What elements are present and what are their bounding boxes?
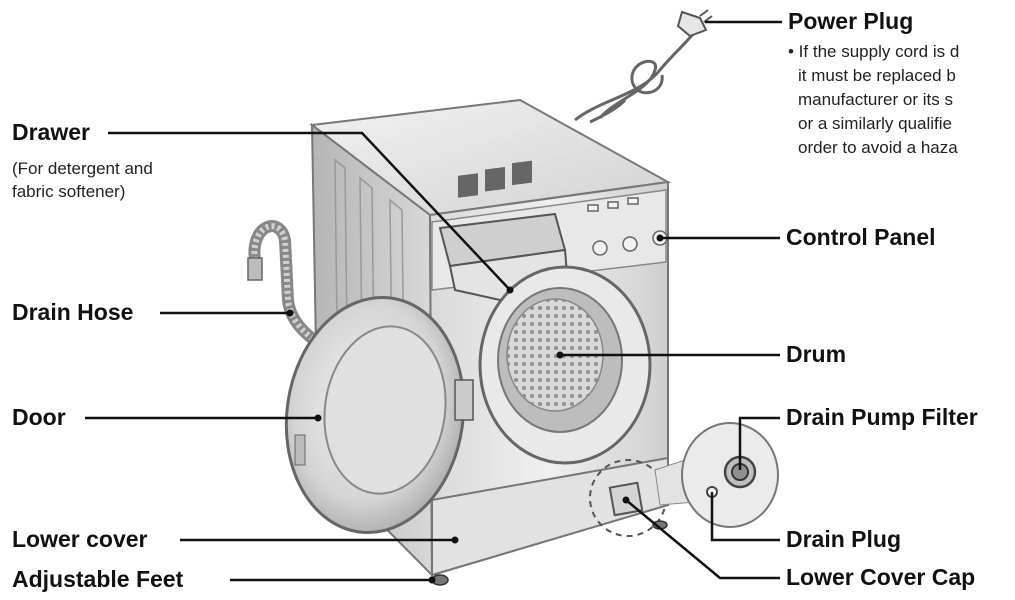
- power-plug-note-line: order to avoid a haza: [798, 138, 958, 157]
- label-power-plug: Power Plug: [788, 8, 914, 34]
- label-control-panel: Control Panel: [786, 224, 936, 250]
- power-plug-note-line: • If the supply cord is d: [788, 42, 960, 61]
- label-lower-cover: Lower cover: [12, 526, 148, 552]
- leader-drawer: [108, 131, 511, 291]
- leader-drain-plug: [710, 492, 780, 542]
- drawer-subtitle: (For detergent and fabric softener): [12, 157, 153, 203]
- leader-lines: [85, 20, 782, 582]
- drain-pump-filter-callout: [654, 422, 779, 528]
- leader-lower-cover-cap: [625, 499, 780, 580]
- leader-dots: [286, 234, 664, 584]
- label-drain-pump-filter: Drain Pump Filter: [786, 404, 978, 430]
- control-knobs: [587, 197, 668, 256]
- drawer-subtitle-line: (For detergent and: [12, 159, 153, 178]
- power-plug-icon: [676, 9, 713, 38]
- label-lower-cover-cap: Lower Cover Cap: [786, 564, 976, 590]
- leader-drain-pump-filter: [738, 416, 780, 470]
- label-door: Door: [12, 404, 66, 430]
- label-drain-plug: Drain Plug: [786, 526, 902, 552]
- label-drum: Drum: [786, 341, 847, 367]
- detergent-drawer: [438, 160, 570, 302]
- drain-hose-icon: [247, 220, 326, 351]
- label-drawer: Drawer: [12, 119, 90, 145]
- drawer-subtitle-line: fabric softener): [12, 182, 126, 201]
- drum-opening: [478, 265, 652, 465]
- power-cord: [574, 24, 702, 124]
- power-plug-note-line: manufacturer or its s: [798, 90, 953, 109]
- power-plug-note: • If the supply cord is d it must be rep…: [788, 40, 959, 160]
- label-drain-hose: Drain Hose: [12, 299, 134, 325]
- open-door: [284, 296, 474, 534]
- power-plug-note-line: it must be replaced b: [798, 66, 956, 85]
- label-adjustable-feet: Adjustable Feet: [12, 566, 184, 592]
- power-plug-note-line: or a similarly qualifie: [798, 114, 952, 133]
